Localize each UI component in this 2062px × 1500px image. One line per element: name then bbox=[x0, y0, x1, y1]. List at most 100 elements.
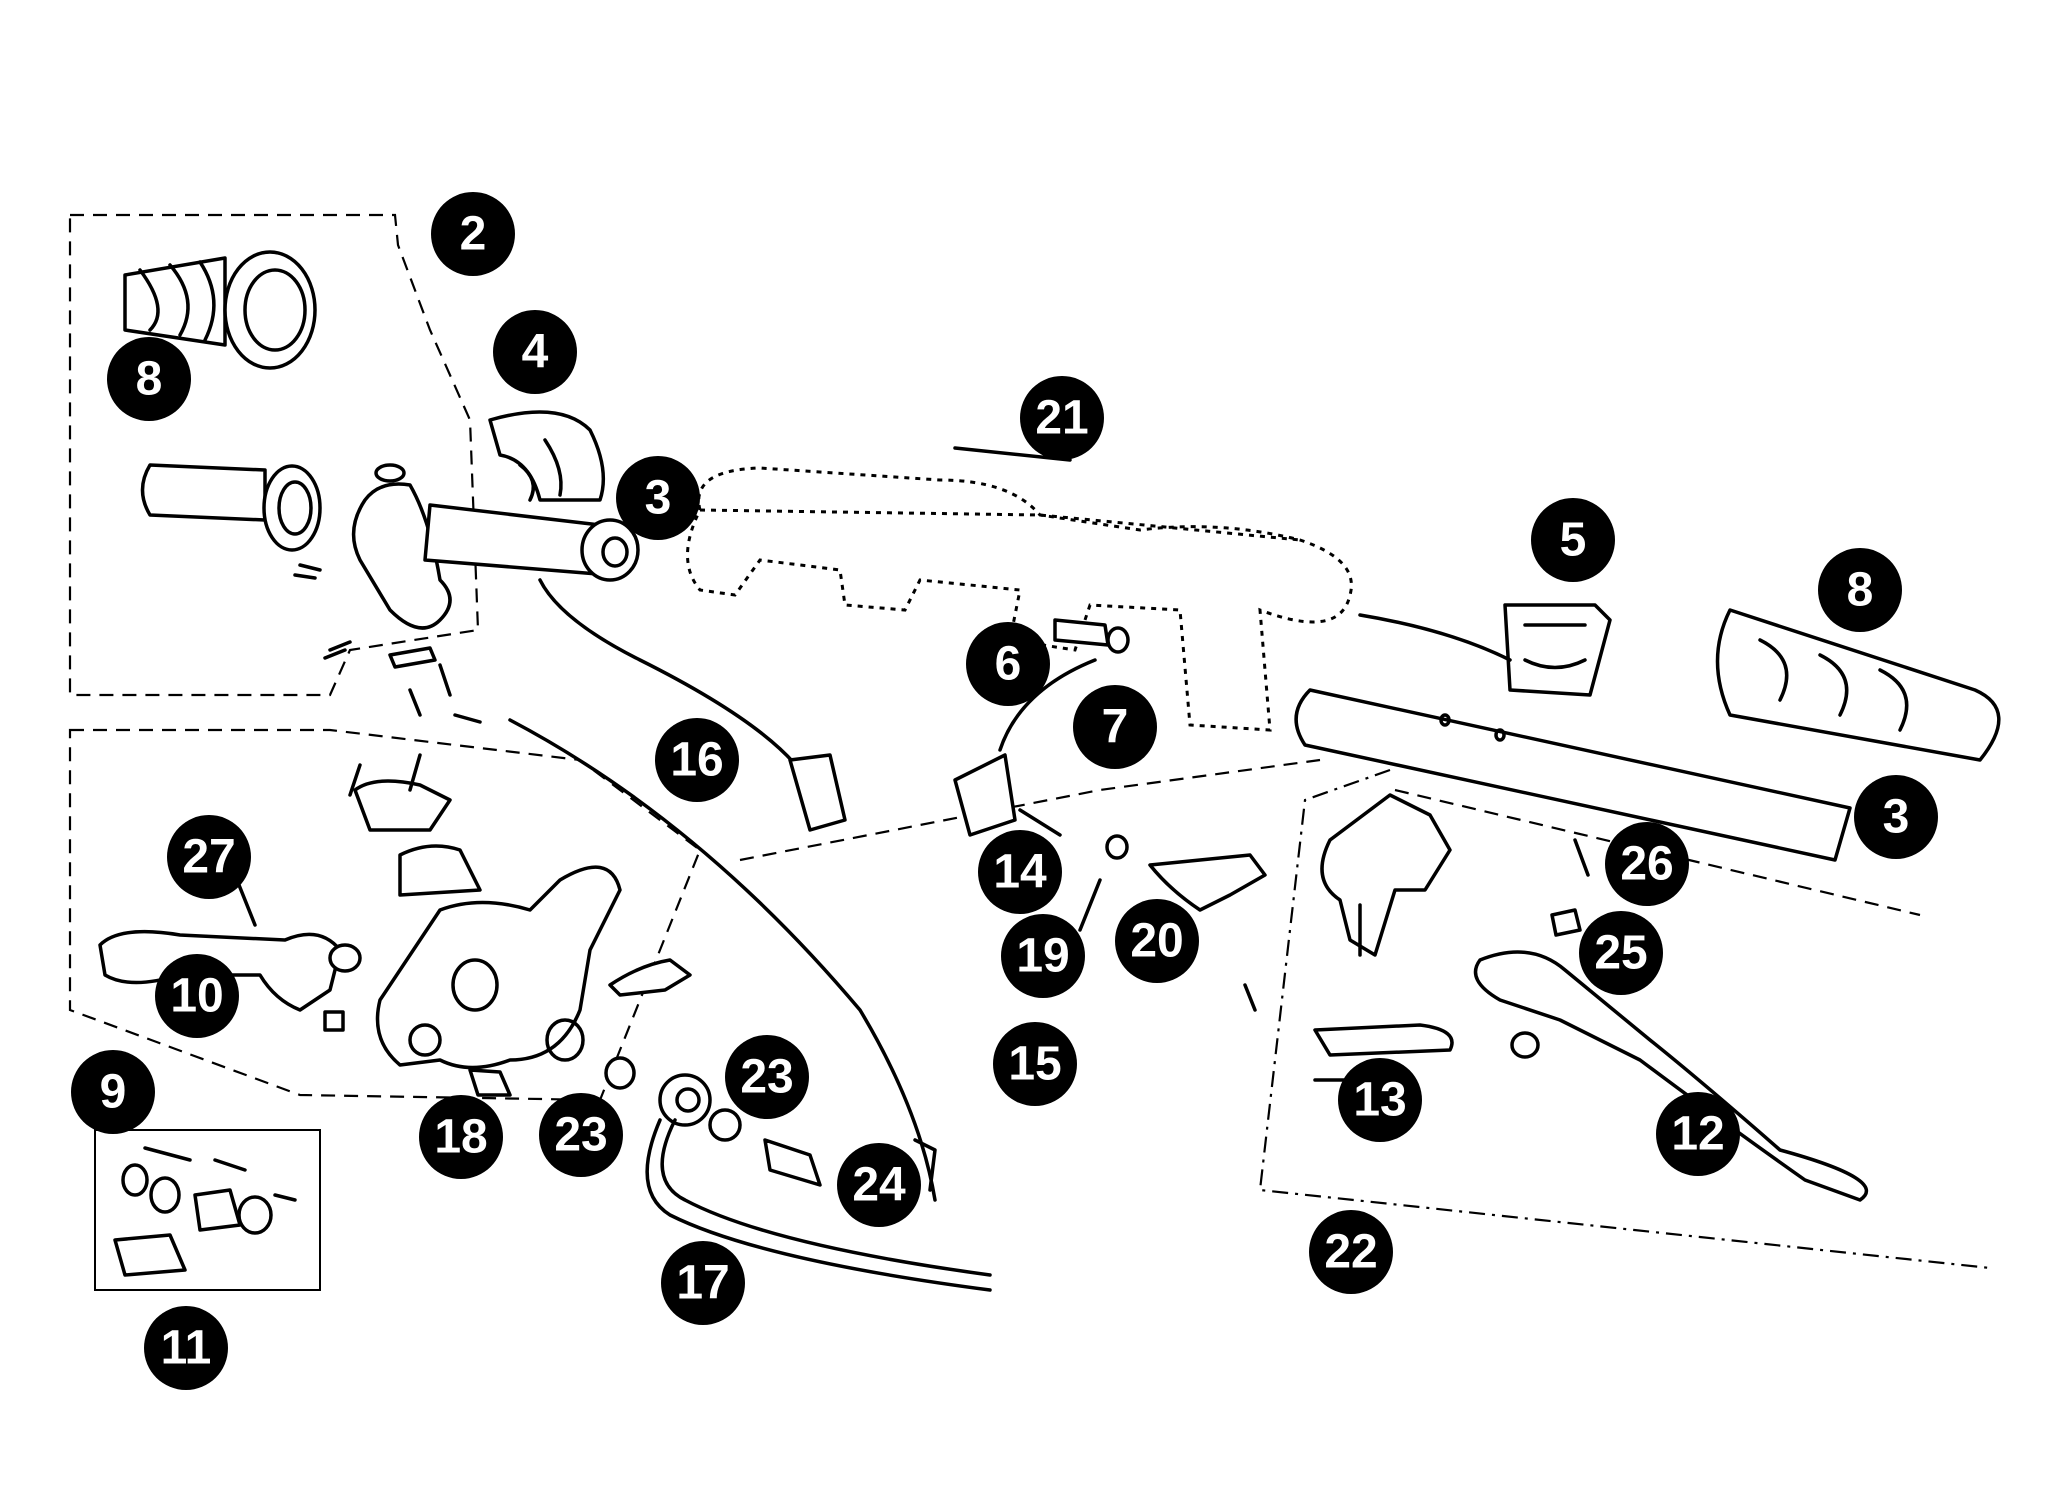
callout-8b: 8 bbox=[1818, 548, 1902, 632]
callout-20: 20 bbox=[1115, 899, 1199, 983]
svg-text:7: 7 bbox=[1102, 701, 1129, 754]
left-grip-pattern bbox=[138, 260, 216, 342]
switch-screw bbox=[1053, 618, 1110, 647]
bar-clamp-cap-detail bbox=[518, 438, 563, 502]
callout-3: 3 bbox=[616, 456, 700, 540]
switch-adjuster-nut bbox=[1105, 834, 1129, 860]
callout-21: 21 bbox=[1020, 376, 1104, 460]
left-lever-group-boundary bbox=[68, 728, 702, 1102]
svg-text:17: 17 bbox=[676, 1257, 729, 1310]
choke-cable-line bbox=[508, 718, 937, 1202]
brake-hose-inner bbox=[660, 1118, 992, 1277]
svg-text:6: 6 bbox=[995, 638, 1022, 691]
left-grip-body bbox=[123, 256, 227, 347]
switch-cable-end bbox=[1018, 808, 1062, 837]
brake-lever-bracket bbox=[1320, 793, 1452, 957]
clutch-lever-pivot bbox=[328, 943, 362, 973]
repair-kit-boundary bbox=[94, 1129, 321, 1291]
throttle-tube bbox=[140, 463, 267, 522]
svg-text:21: 21 bbox=[1035, 392, 1088, 445]
reservoir-diaphragm bbox=[398, 844, 482, 897]
callout-6: 6 bbox=[966, 622, 1050, 706]
callout-23b: 23 bbox=[539, 1093, 623, 1177]
brake-lever bbox=[1473, 950, 1868, 1202]
lever-pivot-nut-bottom bbox=[1510, 1031, 1540, 1059]
callout-9: 9 bbox=[71, 1050, 155, 1134]
callout-23: 23 bbox=[725, 1035, 809, 1119]
svg-text:2: 2 bbox=[460, 208, 487, 261]
handlebar-centerline bbox=[699, 508, 1301, 542]
svg-text:12: 12 bbox=[1671, 1108, 1724, 1161]
brake-hose-outer bbox=[645, 1118, 992, 1292]
left-bar-end bbox=[580, 518, 640, 582]
callout-markers: 2 8 4 3 21 5 8 6 7 16 3 27 14 26 20 19 2… bbox=[71, 192, 1938, 1390]
throttle-tube-flange-inner bbox=[277, 480, 313, 536]
callout-12: 12 bbox=[1656, 1092, 1740, 1176]
svg-text:3: 3 bbox=[1883, 791, 1910, 844]
callout-3b: 3 bbox=[1854, 775, 1938, 859]
callout-4: 4 bbox=[493, 310, 577, 394]
svg-text:27: 27 bbox=[182, 831, 235, 884]
callout-13: 13 bbox=[1338, 1058, 1422, 1142]
callout-26: 26 bbox=[1605, 822, 1689, 906]
throttle-cable-line bbox=[538, 578, 802, 772]
right-switch-detail bbox=[1523, 623, 1587, 670]
svg-text:18: 18 bbox=[434, 1111, 487, 1164]
handlebar bbox=[686, 466, 1353, 732]
master-cylinder bbox=[375, 865, 622, 1070]
svg-text:8: 8 bbox=[136, 353, 163, 406]
switch-leader bbox=[1078, 878, 1102, 932]
callout-14: 14 bbox=[978, 830, 1062, 914]
right-bar-section bbox=[1294, 688, 1852, 862]
right-switch-wire bbox=[1358, 613, 1512, 662]
copper-washer-right bbox=[708, 1108, 742, 1142]
left-bar-end-hole bbox=[601, 536, 629, 568]
master-cylinder-port bbox=[451, 958, 499, 1012]
bar-clamp-cap bbox=[488, 410, 606, 502]
svg-text:19: 19 bbox=[1016, 930, 1069, 983]
bar-leader-line bbox=[1394, 788, 1921, 917]
choke-cable-end bbox=[913, 1138, 937, 1192]
lever-pivot-screw bbox=[1573, 838, 1590, 877]
kit-ring bbox=[237, 1195, 273, 1235]
svg-text:9: 9 bbox=[100, 1066, 127, 1119]
svg-text:10: 10 bbox=[170, 970, 223, 1023]
left-grip-end-inner bbox=[243, 268, 307, 352]
callout-22: 22 bbox=[1309, 1210, 1393, 1294]
throttle-clamp-screws bbox=[408, 663, 452, 717]
callout-10: 10 bbox=[155, 954, 239, 1038]
svg-text:3: 3 bbox=[645, 472, 672, 525]
right-control bbox=[1358, 603, 2001, 762]
kit-boot bbox=[113, 1233, 187, 1277]
svg-text:23: 23 bbox=[554, 1109, 607, 1162]
switch-lever-plate bbox=[1148, 853, 1267, 912]
callout-2: 2 bbox=[431, 192, 515, 276]
adjuster-arm bbox=[1313, 1023, 1454, 1057]
svg-text:22: 22 bbox=[1324, 1226, 1377, 1279]
callout-16: 16 bbox=[655, 718, 739, 802]
left-lever-assembly bbox=[98, 753, 692, 1097]
handlebar-outline bbox=[686, 466, 1353, 732]
svg-text:8: 8 bbox=[1847, 564, 1874, 617]
reservoir-cap-screws bbox=[348, 753, 422, 797]
svg-text:5: 5 bbox=[1560, 514, 1587, 567]
svg-text:25: 25 bbox=[1594, 927, 1647, 980]
callout-5: 5 bbox=[1531, 498, 1615, 582]
master-cylinder-bore bbox=[408, 1023, 442, 1057]
cable-nipple bbox=[1243, 983, 1257, 1012]
reservoir-cap bbox=[353, 779, 452, 832]
callout-24: 24 bbox=[837, 1143, 921, 1227]
master-cylinder-clamp bbox=[608, 958, 692, 997]
kit-piston bbox=[193, 1188, 242, 1232]
left-grip bbox=[123, 250, 317, 370]
throttle-assembly bbox=[140, 463, 482, 724]
lever-leader-line bbox=[739, 758, 1321, 862]
kit-seal-b bbox=[149, 1176, 181, 1214]
callout-25: 25 bbox=[1579, 911, 1663, 995]
lever-nut bbox=[323, 1010, 345, 1032]
callout-11: 11 bbox=[144, 1306, 228, 1390]
right-lever-assembly bbox=[1243, 793, 1868, 1202]
svg-text:4: 4 bbox=[522, 326, 549, 379]
right-switch-housing bbox=[1503, 603, 1612, 697]
